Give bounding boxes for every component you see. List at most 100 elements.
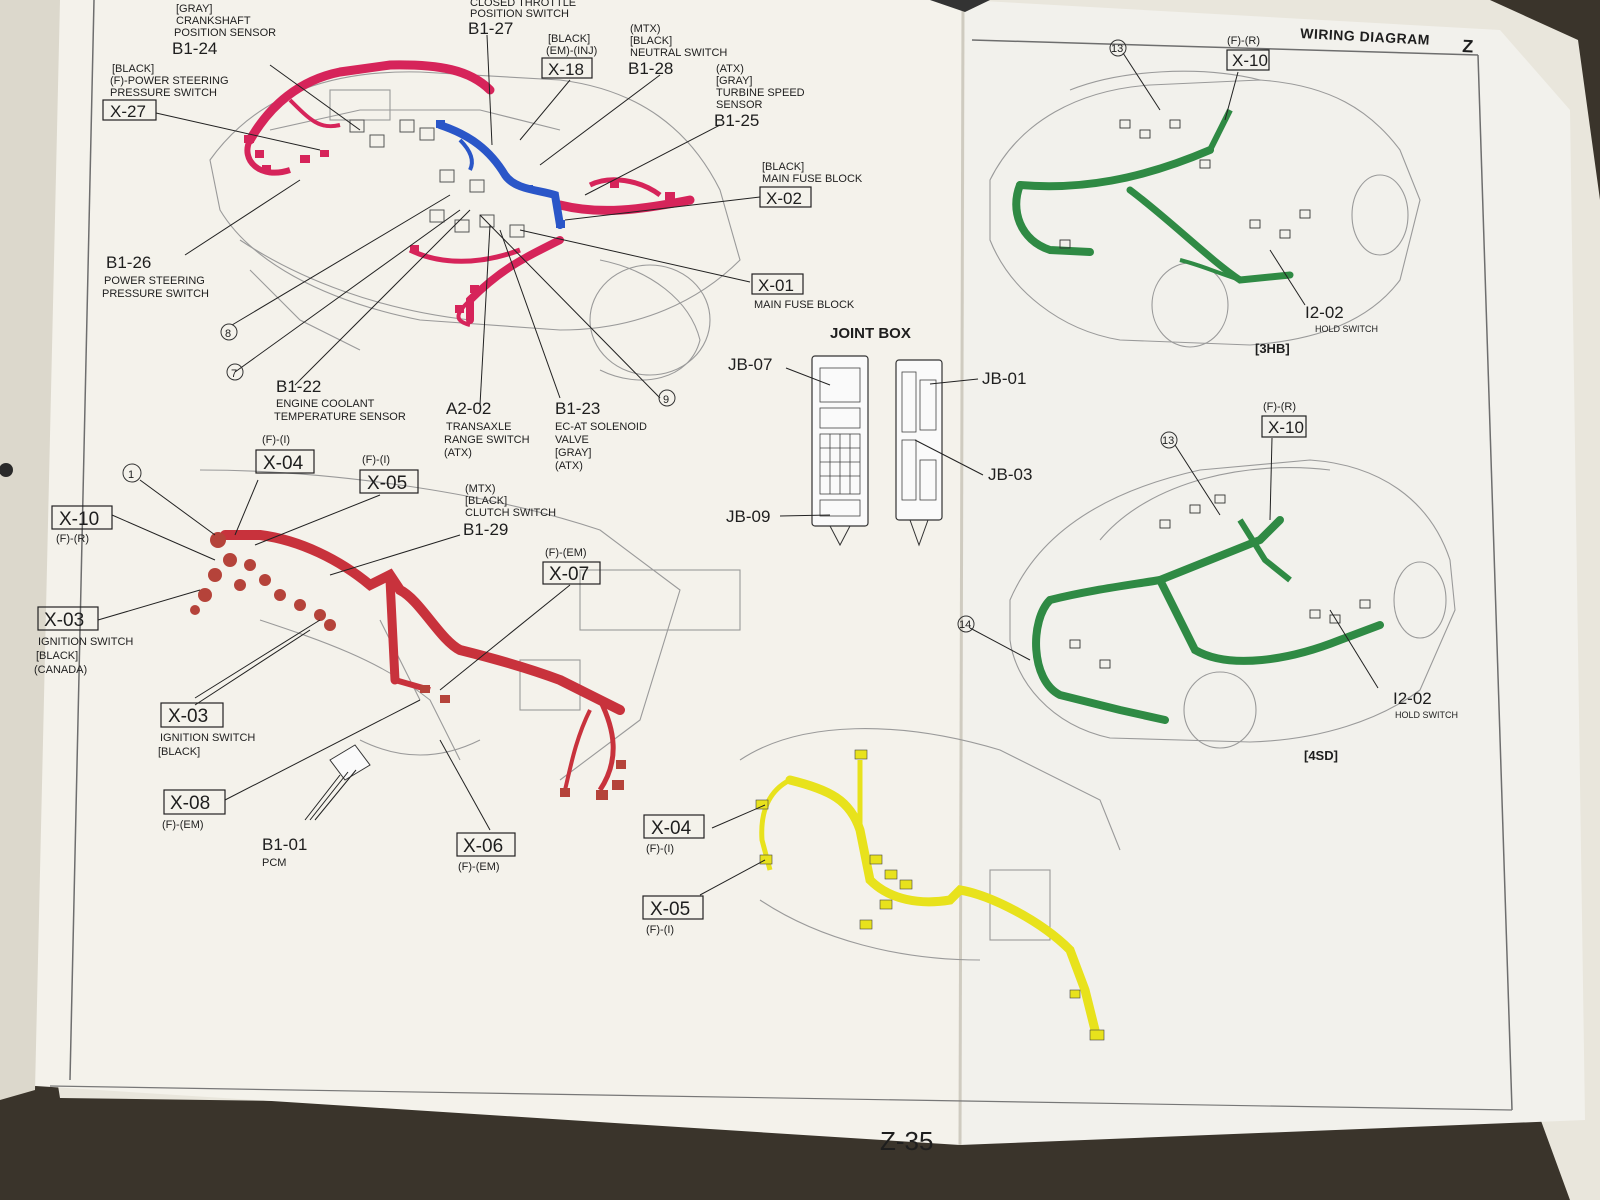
label-b1-28-desc3: NEUTRAL SWITCH (630, 47, 727, 59)
box-x02 (759, 186, 812, 208)
box-x07 (542, 561, 601, 585)
left-edge-shadow (0, 0, 60, 1100)
sd-x10: X-10 (1268, 418, 1304, 437)
label-x27: X-27 (110, 102, 146, 121)
callout-1: 1 (128, 469, 134, 481)
top-border-line (971, 39, 1479, 56)
label-x02-desc2: MAIN FUSE BLOCK (762, 173, 863, 185)
label-x08: X-08 (170, 793, 210, 814)
hb-x10: X-10 (1232, 51, 1268, 70)
sd-callout-14: 14 (959, 619, 971, 631)
joint-box-illustration: JOINT BOX (779, 325, 984, 547)
header-title: WIRING DIAGRAM (1300, 25, 1431, 48)
label-b1-27: B1-27 (468, 19, 513, 38)
sd-i2-02-desc: HOLD SWITCH (1395, 710, 1458, 720)
yl-x04: X-04 (651, 818, 692, 839)
left-page (0, 0, 965, 1145)
hatchback-illustration (989, 70, 1421, 348)
label-b1-23-desc1: EC-AT SOLENOID (555, 421, 647, 433)
yl-x05-sub: (F)-(I) (646, 924, 674, 936)
label-b1-29-desc3: CLUTCH SWITCH (465, 507, 556, 519)
label-b1-25-desc3: TURBINE SPEED (716, 87, 805, 99)
box-x06 (456, 832, 516, 857)
label-x04: X-04 (263, 453, 304, 474)
label-b1-24-desc1: [GRAY] (176, 3, 212, 15)
label-x03: X-03 (168, 706, 208, 727)
bottom-border-line (49, 1085, 1513, 1111)
hb-leader-i2 (1269, 249, 1306, 306)
label-x04-sub: (F)-(I) (262, 434, 290, 446)
box-x03 (160, 702, 224, 728)
label-jb-01: JB-01 (982, 369, 1026, 388)
label-b1-23-desc3: [GRAY] (555, 447, 591, 459)
label-x18-desc1: [BLACK] (548, 33, 590, 45)
label-b1-24-desc3: POSITION SENSOR (174, 27, 276, 39)
yl-box-x05 (642, 895, 704, 920)
box-x05 (359, 469, 419, 494)
sd-leader-13 (1174, 444, 1221, 516)
book-spine (958, 0, 965, 1146)
header-section: Z (1462, 36, 1474, 57)
label-x01-desc: MAIN FUSE BLOCK (754, 299, 855, 311)
label-b1-25-desc1: (ATX) (716, 63, 744, 75)
hb-callout-13: 13 (1111, 43, 1123, 55)
label-b1-29-desc2: [BLACK] (465, 495, 507, 507)
hb-leader-x10 (1224, 71, 1239, 121)
hb-leader-13 (1122, 52, 1161, 111)
label-x02: X-02 (766, 189, 802, 208)
label-x18-desc2: (EM)-(INJ) (546, 45, 597, 57)
label-a2-02-desc2: RANGE SWITCH (444, 434, 530, 446)
label-jb-09: JB-09 (726, 507, 770, 526)
hb-box-x10 (1226, 49, 1270, 71)
label-b1-27-desc2: POSITION SWITCH (470, 8, 569, 20)
label-x03-canada-desc3: (CANADA) (34, 664, 87, 676)
label-b1-28: B1-28 (628, 59, 673, 78)
sd-box-x10 (1261, 415, 1307, 438)
label-x02-desc1: [BLACK] (762, 161, 804, 173)
label-a2-02-desc1: TRANSAXLE (446, 421, 511, 433)
joint-box-title: JOINT BOX (830, 325, 911, 342)
right-page (960, 0, 1585, 1145)
label-b1-23-desc4: (ATX) (555, 460, 583, 472)
label-x18: X-18 (548, 60, 584, 79)
label-b1-01-desc: PCM (262, 857, 286, 869)
label-b1-22: B1-22 (276, 377, 321, 396)
sd-callout-13: 13 (1162, 435, 1174, 447)
sedan-illustration (1009, 459, 1456, 749)
label-b1-28-desc1: (MTX) (630, 23, 661, 35)
label-b1-25: B1-25 (714, 111, 759, 130)
label-b1-01: B1-01 (262, 835, 307, 854)
sd-callout-circle-13 (1160, 431, 1178, 449)
sd-leader-14 (969, 627, 1031, 661)
sd-callout-circle-14 (957, 615, 975, 633)
callout-circle-9 (658, 389, 676, 407)
label-x27-desc3: PRESSURE SWITCH (110, 87, 217, 99)
left-border-line (69, 0, 95, 1081)
label-b1-23: B1-23 (555, 399, 600, 418)
hb-variant: [3HB] (1255, 341, 1290, 356)
label-b1-25-desc2: [GRAY] (716, 75, 752, 87)
label-b1-25-desc4: SENSOR (716, 99, 763, 111)
label-b1-26-desc2: PRESSURE SWITCH (102, 288, 209, 300)
label-jb-03: JB-03 (988, 465, 1032, 484)
yl-leader-x05 (699, 859, 766, 896)
label-b1-29-desc1: (MTX) (465, 483, 496, 495)
sd-x10-sub: (F)-(R) (1263, 401, 1296, 413)
box-x03-canada (37, 606, 99, 631)
label-x05: X-05 (367, 473, 407, 494)
dashboard-illustration (190, 469, 741, 821)
label-x07-sub: (F)-(EM) (545, 547, 587, 559)
label-b1-24: B1-24 (172, 39, 217, 58)
label-b1-26: B1-26 (106, 253, 151, 272)
label-x10-sub: (F)-(R) (56, 533, 89, 545)
label-b1-23-desc2: VALVE (555, 434, 589, 446)
instrument-panel-illustration (739, 728, 1121, 1041)
label-x27-desc2: (F)-POWER STEERING (110, 75, 229, 87)
label-x27-desc1: [BLACK] (112, 63, 154, 75)
label-x03-desc2: [BLACK] (158, 746, 200, 758)
label-b1-22-desc1: ENGINE COOLANT (276, 398, 375, 410)
yl-box-x04 (643, 814, 705, 839)
label-x03-canada: X-03 (44, 610, 84, 631)
callout-9: 9 (663, 394, 669, 406)
